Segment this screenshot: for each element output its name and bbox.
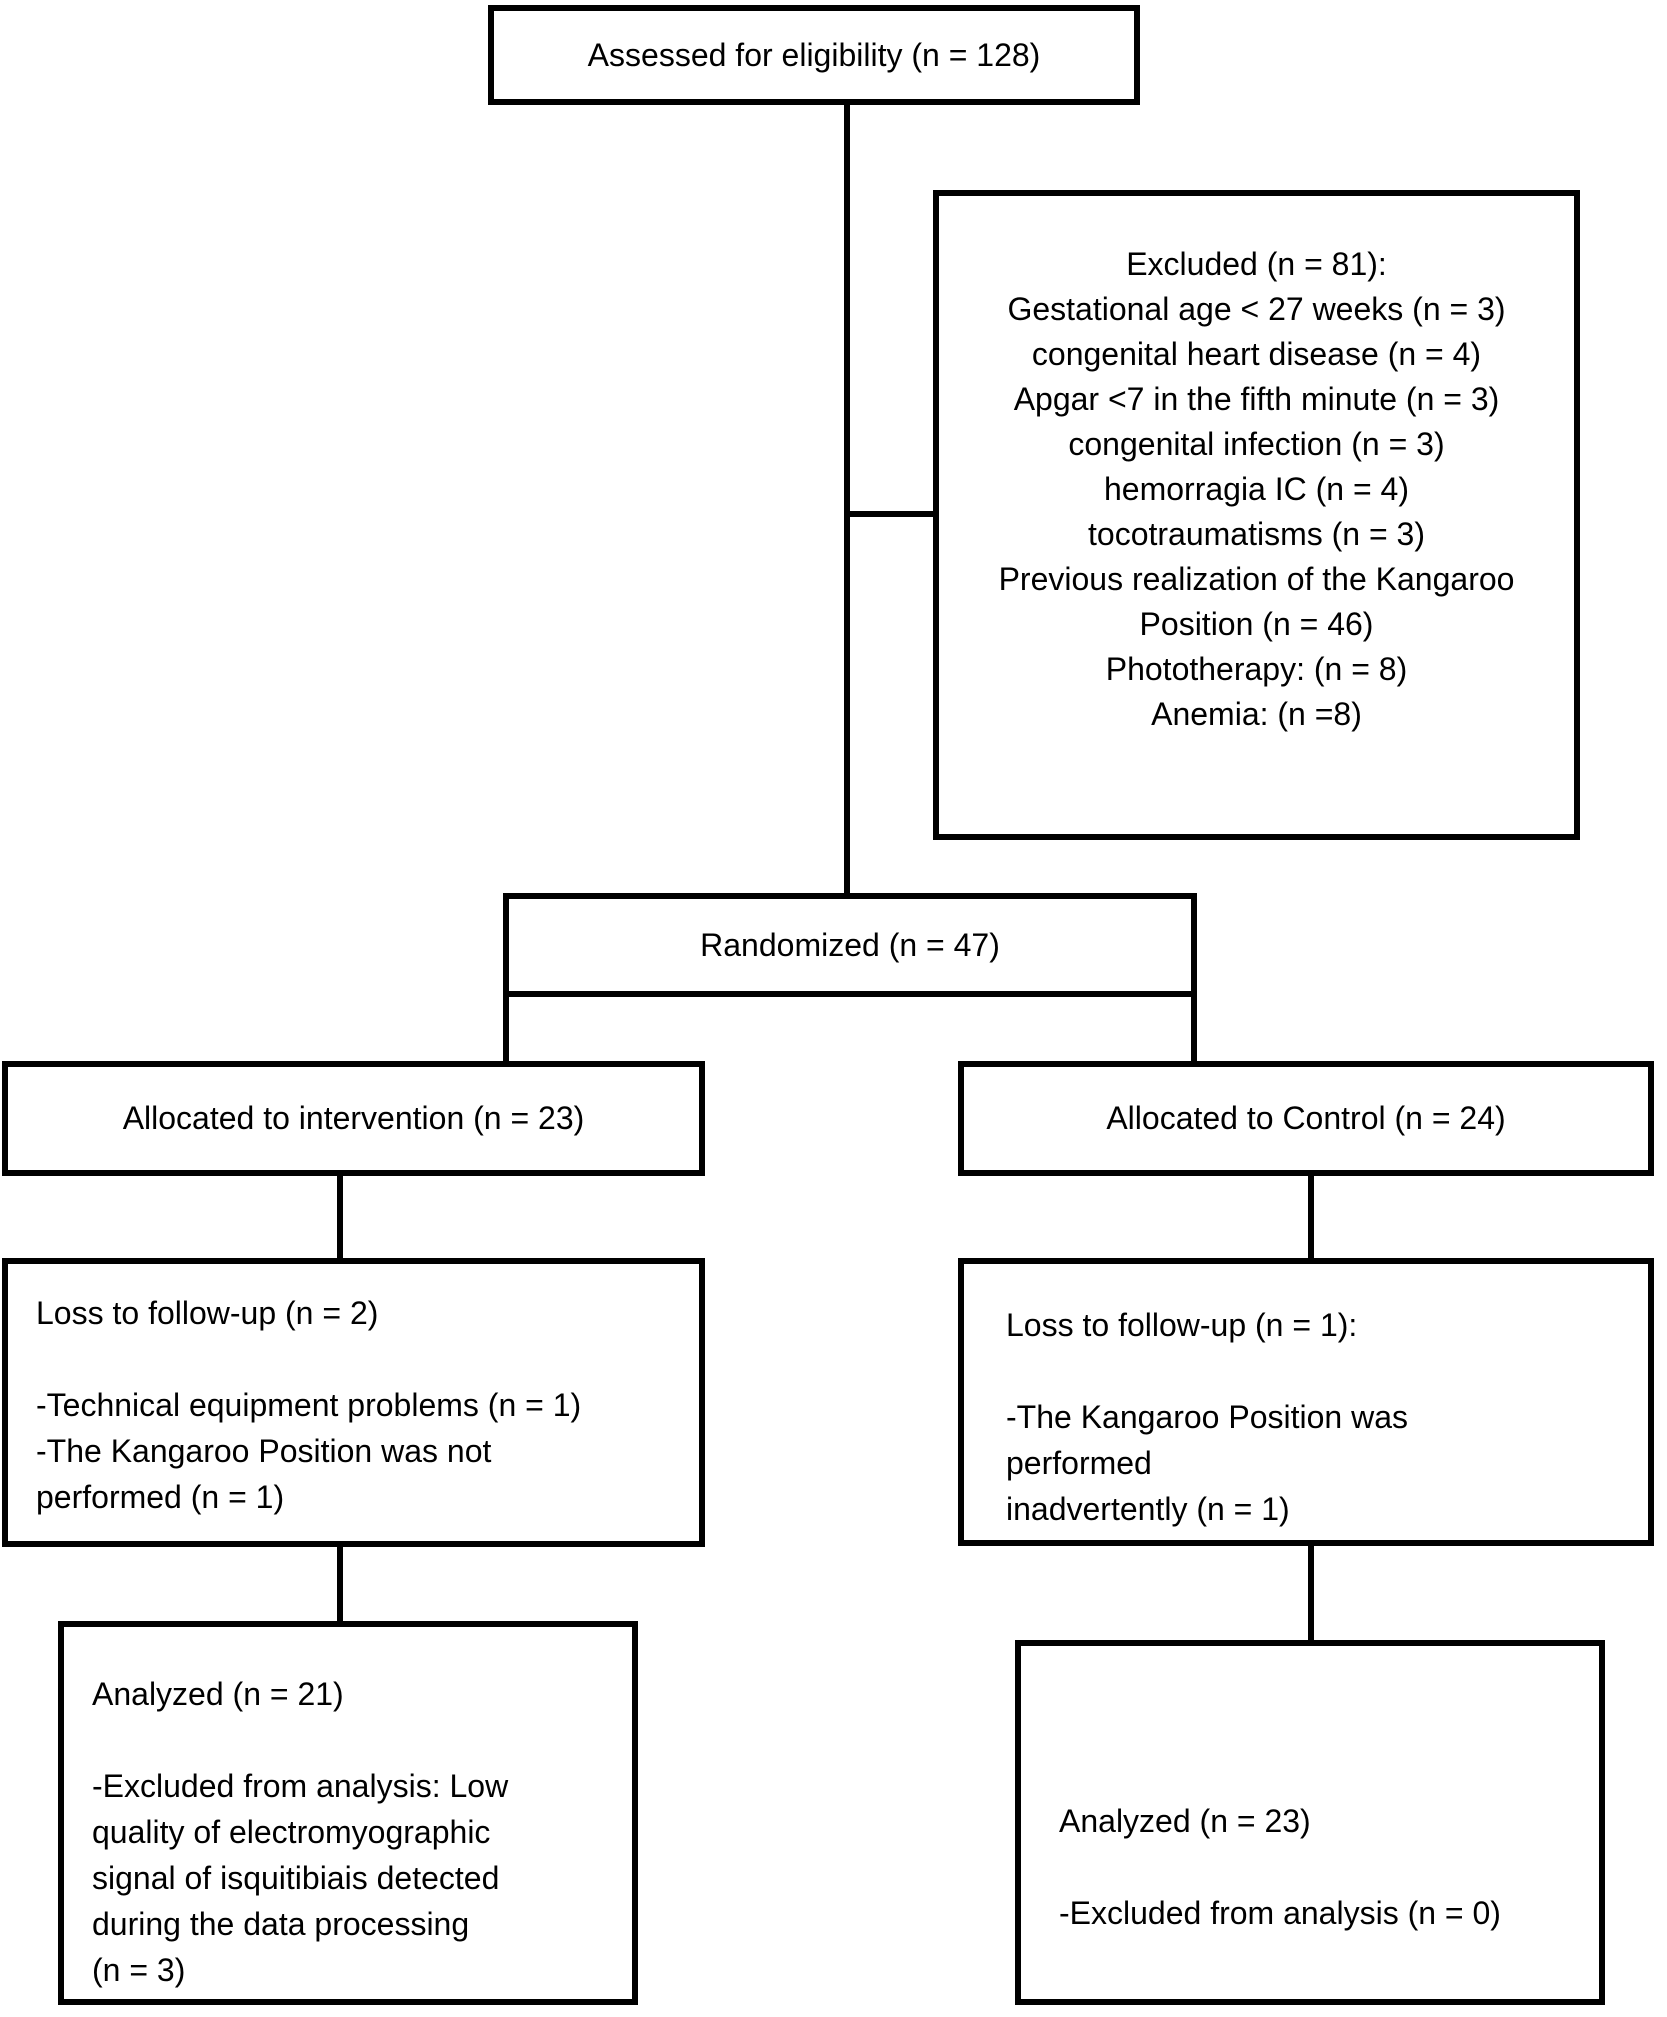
text-line: performed <box>1006 1445 1152 1481</box>
connector-branch-to-excluded <box>844 511 939 517</box>
connector-randomized-to-intervention <box>503 995 509 1065</box>
connector-control-to-loss <box>1308 1172 1314 1262</box>
connector-randomized-to-control <box>1191 995 1197 1065</box>
box-allocated-intervention: Allocated to intervention (n = 23) <box>2 1061 705 1176</box>
connector-loss-to-analyzed-intervention <box>337 1543 343 1625</box>
box-analyzed-control: Analyzed (n = 23) -Excluded from analysi… <box>1015 1640 1605 2005</box>
text-line: tocotraumatisms (n = 3) <box>1088 516 1425 552</box>
box-analyzed-intervention: Analyzed (n = 21) -Excluded from analysi… <box>58 1621 638 2005</box>
text-line: Analyzed (n = 23) <box>1059 1803 1311 1839</box>
text-line: Position (n = 46) <box>1139 606 1374 642</box>
text-line <box>1006 1348 1636 1394</box>
allocated-intervention-label: Allocated to intervention (n = 23) <box>122 1100 585 1136</box>
connector-loss-to-analyzed-control <box>1308 1543 1314 1644</box>
text-line: Phototherapy: (n = 8) <box>1105 651 1408 687</box>
text-line: Analyzed (n = 21) <box>92 1676 344 1712</box>
allocated-control-label: Allocated to Control (n = 24) <box>1106 1100 1506 1136</box>
text-line: quality of electromyographic <box>92 1814 491 1850</box>
box-loss-followup-control: Loss to follow-up (n = 1): -The Kangaroo… <box>958 1258 1654 1546</box>
text-line: Loss to follow-up (n = 1): <box>1006 1307 1358 1343</box>
text-line: Anemia: (n =8) <box>1151 696 1362 732</box>
randomized-label: Randomized (n = 47) <box>700 926 1000 963</box>
text-line: Loss to follow-up (n = 2) <box>36 1295 379 1331</box>
text-line: Previous realization of the Kangaroo <box>998 561 1515 597</box>
text-line: Apgar <7 in the fifth minute (n = 3) <box>1013 381 1500 417</box>
text-line: -The Kangaroo Position was not <box>36 1433 492 1469</box>
text-line: (n = 3) <box>92 1952 186 1988</box>
text-line <box>36 1336 687 1382</box>
text-line: -Excluded from analysis (n = 0) <box>1059 1895 1501 1931</box>
text-line: during the data processing <box>92 1906 470 1942</box>
text-line <box>1059 1844 1591 1890</box>
box-assessed-for-eligibility: Assessed for eligibility (n = 128) <box>488 5 1140 105</box>
text-line: congenital heart disease (n = 4) <box>1031 336 1482 372</box>
connector-assessed-to-randomized <box>844 100 850 895</box>
box-allocated-control: Allocated to Control (n = 24) <box>958 1061 1654 1176</box>
assessed-label: Assessed for eligibility (n = 128) <box>587 36 1041 73</box>
text-line: -Technical equipment problems (n = 1) <box>36 1387 582 1423</box>
box-excluded: Excluded (n = 81): Gestational age < 27 w… <box>933 190 1580 840</box>
box-randomized: Randomized (n = 47) <box>503 893 1197 997</box>
text-line: Excluded (n = 81): <box>1126 246 1387 282</box>
text-line: congenital infection (n = 3) <box>1068 426 1445 462</box>
connector-intervention-to-loss <box>337 1172 343 1262</box>
text-line: hemorragia IC (n = 4) <box>1103 471 1409 507</box>
text-line: -Excluded from analysis: Low <box>92 1768 509 1804</box>
text-line: -The Kangaroo Position was <box>1006 1399 1408 1435</box>
text-line: inadvertently (n = 1) <box>1006 1491 1290 1527</box>
text-line <box>92 1717 624 1763</box>
text-line: performed (n = 1) <box>36 1479 285 1515</box>
box-loss-followup-intervention: Loss to follow-up (n = 2) -Technical equ… <box>2 1258 705 1547</box>
text-line: signal of isquitibiais detected <box>92 1860 500 1896</box>
text-line: Gestational age < 27 weeks (n = 3) <box>1007 291 1506 327</box>
